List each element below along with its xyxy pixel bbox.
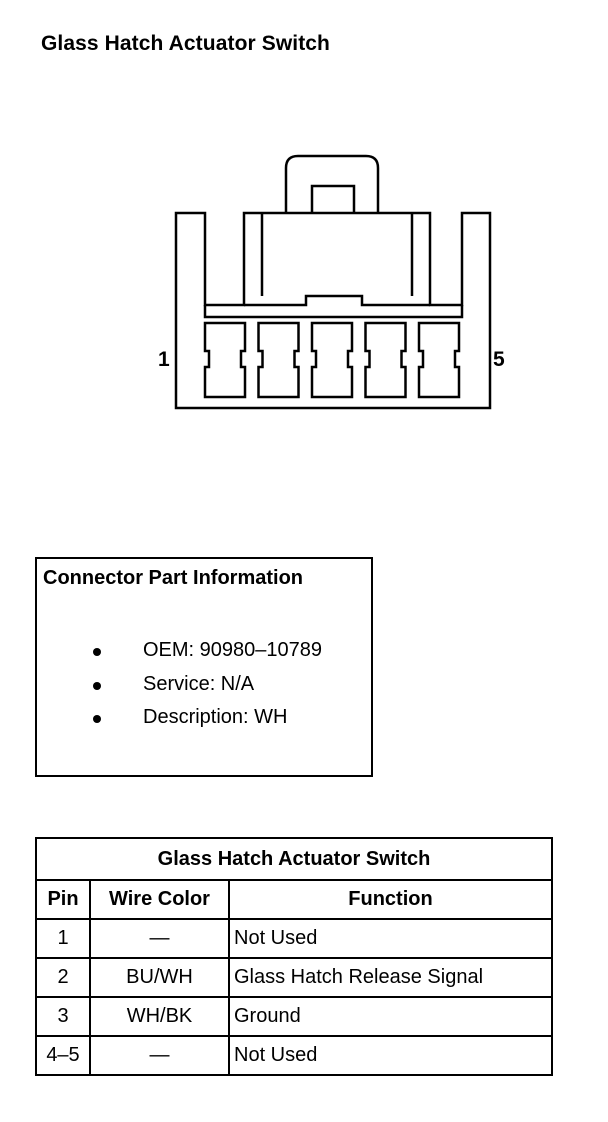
wire-color-cell: BU/WH: [89, 957, 230, 998]
wire-color-cell: —: [89, 918, 230, 959]
connector-latch: [284, 154, 380, 213]
wire-color-cell: WH/BK: [89, 996, 230, 1037]
pin-cavity: [203, 321, 247, 399]
connector-diagram: 1 5: [158, 154, 505, 410]
pin-label-first: 1: [158, 348, 170, 371]
column-header-wire-color: Wire Color: [89, 879, 230, 920]
function-cell: Glass Hatch Release Signal: [228, 957, 553, 998]
column-header-pin: Pin: [35, 879, 91, 920]
table-row: 4–5 — Not Used: [35, 1035, 553, 1076]
pin-cell: 3: [35, 996, 91, 1037]
table-header-row: Pin Wire Color Function: [35, 879, 553, 920]
pin-cavity: [257, 321, 300, 399]
bullet-icon: [93, 681, 101, 690]
function-cell: Not Used: [228, 1035, 553, 1076]
wire-color-cell: —: [89, 1035, 230, 1076]
pin-cavity: [310, 321, 354, 399]
function-cell: Not Used: [228, 918, 553, 959]
pin-cavity: [364, 321, 407, 399]
table-row: 1 — Not Used: [35, 918, 553, 959]
pin-table: Glass Hatch Actuator Switch Pin Wire Col…: [35, 837, 553, 1076]
pin-cell: 1: [35, 918, 91, 959]
page-title: Glass Hatch Actuator Switch: [41, 32, 330, 55]
pin-label-last: 5: [493, 348, 505, 371]
table-row: 3 WH/BK Ground: [35, 996, 553, 1037]
pin-cell: 4–5: [35, 1035, 91, 1076]
pin-cavity: [417, 321, 461, 399]
part-info-title: Connector Part Information: [43, 567, 304, 589]
table-row: 2 BU/WH Glass Hatch Release Signal: [35, 957, 553, 998]
connector-housing: [174, 211, 492, 410]
pin-cell: 2: [35, 957, 91, 998]
bullet-icon: [93, 648, 101, 656]
column-header-function: Function: [228, 879, 553, 920]
pin-table-title: Glass Hatch Actuator Switch: [35, 837, 553, 881]
bullet-icon: [93, 715, 101, 723]
function-cell: Ground: [228, 996, 553, 1037]
connector-part-info-box: Connector Part Information OEM: 90980–10…: [35, 557, 373, 777]
